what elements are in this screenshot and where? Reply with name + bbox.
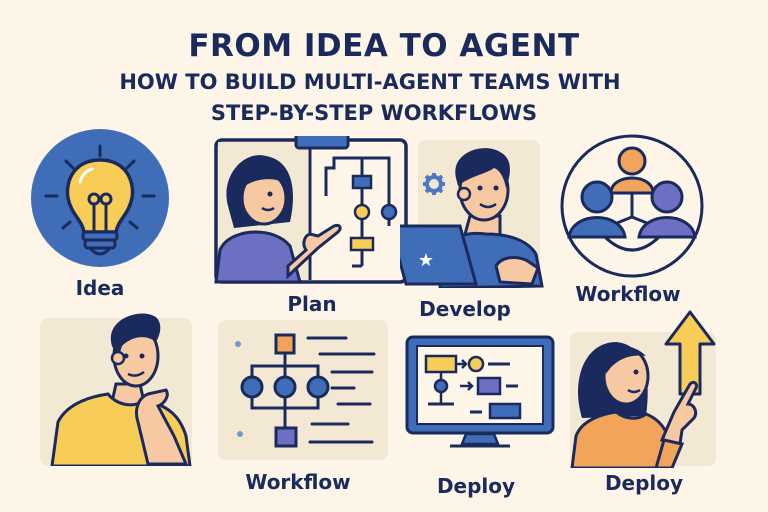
develop-label: Develop [419, 297, 511, 321]
deploy-monitor-label: Deploy [436, 474, 516, 498]
deploy-monitor-panel [404, 334, 556, 454]
person-pointing-flowchart-icon [214, 136, 408, 284]
deploy-person-panel [566, 308, 736, 468]
gear-icon [423, 173, 445, 195]
star-icon: ★ [418, 250, 434, 271]
plan-panel [214, 136, 410, 286]
workflow-diagram-label: Workflow [245, 470, 351, 494]
page-title: FROM IDEA TO AGENT [188, 28, 580, 64]
team-network-icon [560, 134, 704, 278]
lightbulb-icon [31, 129, 169, 267]
workflow-team-label: Workflow [575, 282, 681, 306]
subtitle-line-1: HOW TO BUILD MULTI-AGENT TEAMS WITH [119, 70, 621, 94]
person-laptop-icon: ★ [400, 140, 544, 288]
deploy-person-label: Deploy [604, 471, 684, 495]
flowchart-diagram-icon [218, 320, 388, 460]
idea-label: Idea [75, 276, 125, 300]
idea-panel [30, 128, 170, 268]
thinking-panel [38, 306, 194, 466]
plan-label: Plan [287, 292, 337, 316]
workflow-diagram-panel [218, 320, 388, 460]
subtitle-line-2: STEP-BY-STEP WORKFLOWS [210, 101, 538, 125]
person-thinking-icon [40, 313, 192, 466]
develop-panel: ★ [400, 138, 550, 288]
person-arrow-up-icon [570, 310, 716, 468]
team-panel [559, 133, 705, 279]
monitor-diagram-icon [405, 335, 555, 448]
